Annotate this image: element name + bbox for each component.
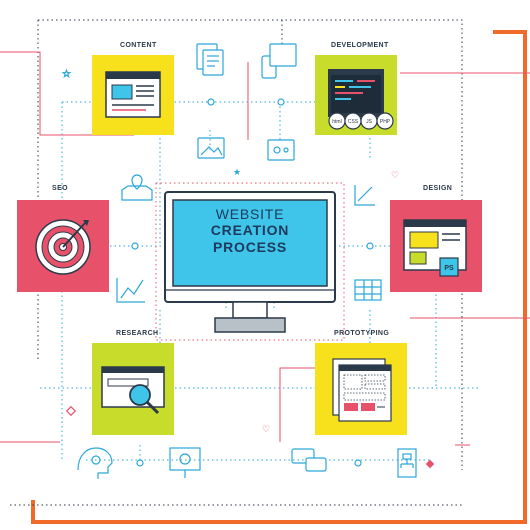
- design-tile[interactable]: PS: [390, 200, 482, 292]
- heart-icon: ♡: [391, 171, 399, 181]
- center-title-line1: WEBSITE: [215, 206, 285, 222]
- badge-css: CSS: [348, 119, 359, 125]
- diamond-icon: [425, 459, 435, 469]
- monitor-illustration: [164, 191, 336, 333]
- center-title-line2: CREATION: [210, 222, 290, 238]
- scattered-icons: [77, 43, 417, 479]
- label-design: DESIGN: [423, 185, 453, 192]
- monitor-dotted-frame: [155, 182, 345, 341]
- diamond-icon: [65, 405, 77, 417]
- badge-html: html: [332, 119, 341, 125]
- center-title: WEBSITE CREATION PROCESS: [173, 206, 327, 256]
- ps-badge: PS: [444, 265, 454, 272]
- badge-js: JS: [366, 119, 373, 125]
- star-icon: ★: [233, 168, 241, 178]
- research-tile[interactable]: [92, 343, 174, 435]
- star-icon: ☆: [62, 69, 71, 80]
- outer-dotted-frame: [38, 19, 463, 470]
- orange-frame: [31, 30, 527, 524]
- center-title-line3: PROCESS: [212, 239, 288, 255]
- content-tile[interactable]: [92, 55, 174, 135]
- development-tile[interactable]: html CSS JS PHP: [315, 55, 397, 135]
- badge-php: PHP: [380, 119, 391, 125]
- label-research: RESEARCH: [116, 330, 159, 337]
- prototyping-tile[interactable]: [315, 343, 407, 435]
- seo-tile[interactable]: [17, 200, 109, 292]
- label-development: DEVELOPMENT: [331, 42, 389, 49]
- label-content: CONTENT: [120, 42, 157, 49]
- connector-nodes: [131, 98, 374, 467]
- heart-icon: ♡: [262, 425, 270, 435]
- label-prototyping: PROTOTYPING: [334, 330, 390, 337]
- label-seo: SEO: [52, 185, 68, 192]
